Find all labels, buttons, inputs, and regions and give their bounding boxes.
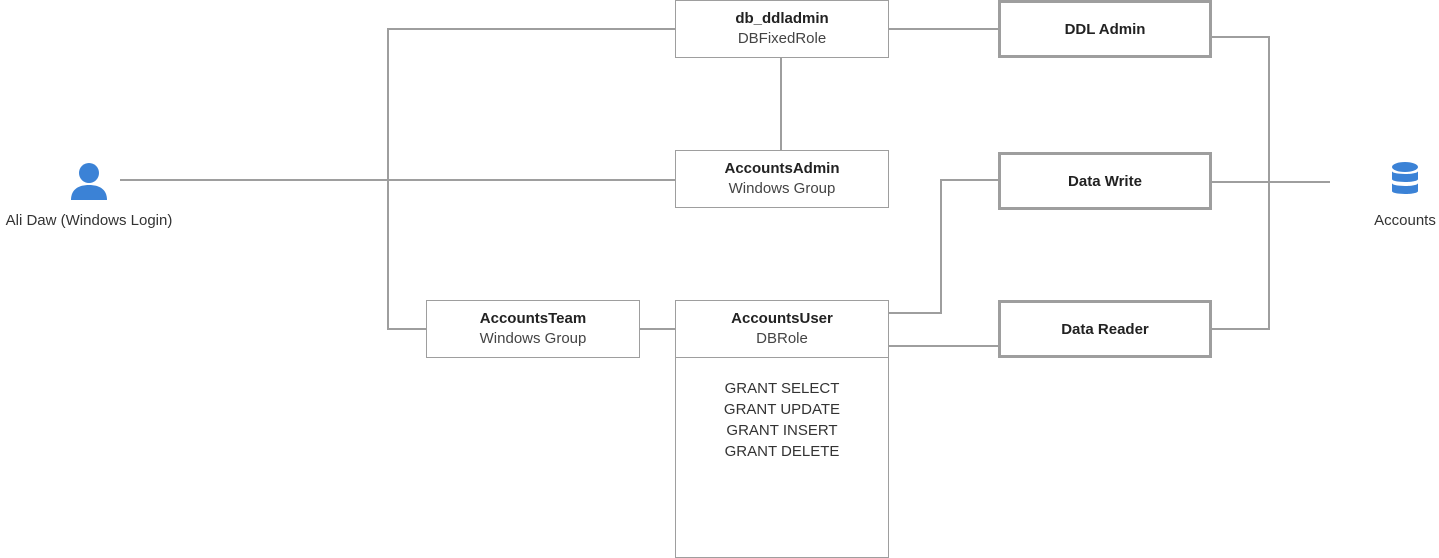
role-ddl-admin[interactable]: DDL Admin (998, 0, 1212, 58)
node-title: db_ddladmin (735, 10, 829, 27)
node-title: AccountsAdmin (724, 160, 840, 177)
node-title: AccountsUser (731, 310, 833, 327)
role-label: Data Write (1068, 172, 1142, 190)
database-label: Accounts (1374, 212, 1436, 229)
connector-user-datawrite (889, 179, 999, 314)
database-icon (1392, 162, 1418, 194)
role-data-reader[interactable]: Data Reader (998, 300, 1212, 358)
role-label: Data Reader (1061, 320, 1149, 338)
role-data-write[interactable]: Data Write (998, 152, 1212, 210)
node-db-ddladmin[interactable]: db_ddladmin DBFixedRole (675, 0, 889, 58)
node-subtitle: Windows Group (479, 330, 587, 347)
database-actor[interactable]: Accounts (1374, 160, 1436, 240)
node-subtitle: DBRole (756, 330, 808, 347)
connector-branch-vertical (387, 28, 675, 330)
node-accounts-admin[interactable]: AccountsAdmin Windows Group (675, 150, 889, 208)
user-label: Ali Daw (Windows Login) (5, 212, 173, 229)
node-accounts-user[interactable]: AccountsUser DBRole (675, 300, 889, 358)
node-subtitle: Windows Group (728, 180, 836, 197)
grant-item: GRANT SELECT (724, 380, 840, 397)
accounts-user-permissions: GRANT SELECT GRANT UPDATE GRANT INSERT G… (675, 357, 889, 558)
user-actor[interactable]: Ali Daw (Windows Login) (6, 160, 172, 240)
grant-item: GRANT INSERT (726, 422, 838, 439)
role-label: DDL Admin (1064, 20, 1146, 38)
node-subtitle: DBFixedRole (737, 30, 827, 47)
grant-item: GRANT DELETE (724, 443, 840, 460)
grant-list: GRANT SELECT GRANT UPDATE GRANT INSERT G… (676, 378, 888, 462)
node-title: AccountsTeam (479, 310, 587, 327)
grant-item: GRANT UPDATE (723, 401, 841, 418)
person-icon (71, 163, 107, 200)
node-accounts-team[interactable]: AccountsTeam Windows Group (426, 300, 640, 358)
